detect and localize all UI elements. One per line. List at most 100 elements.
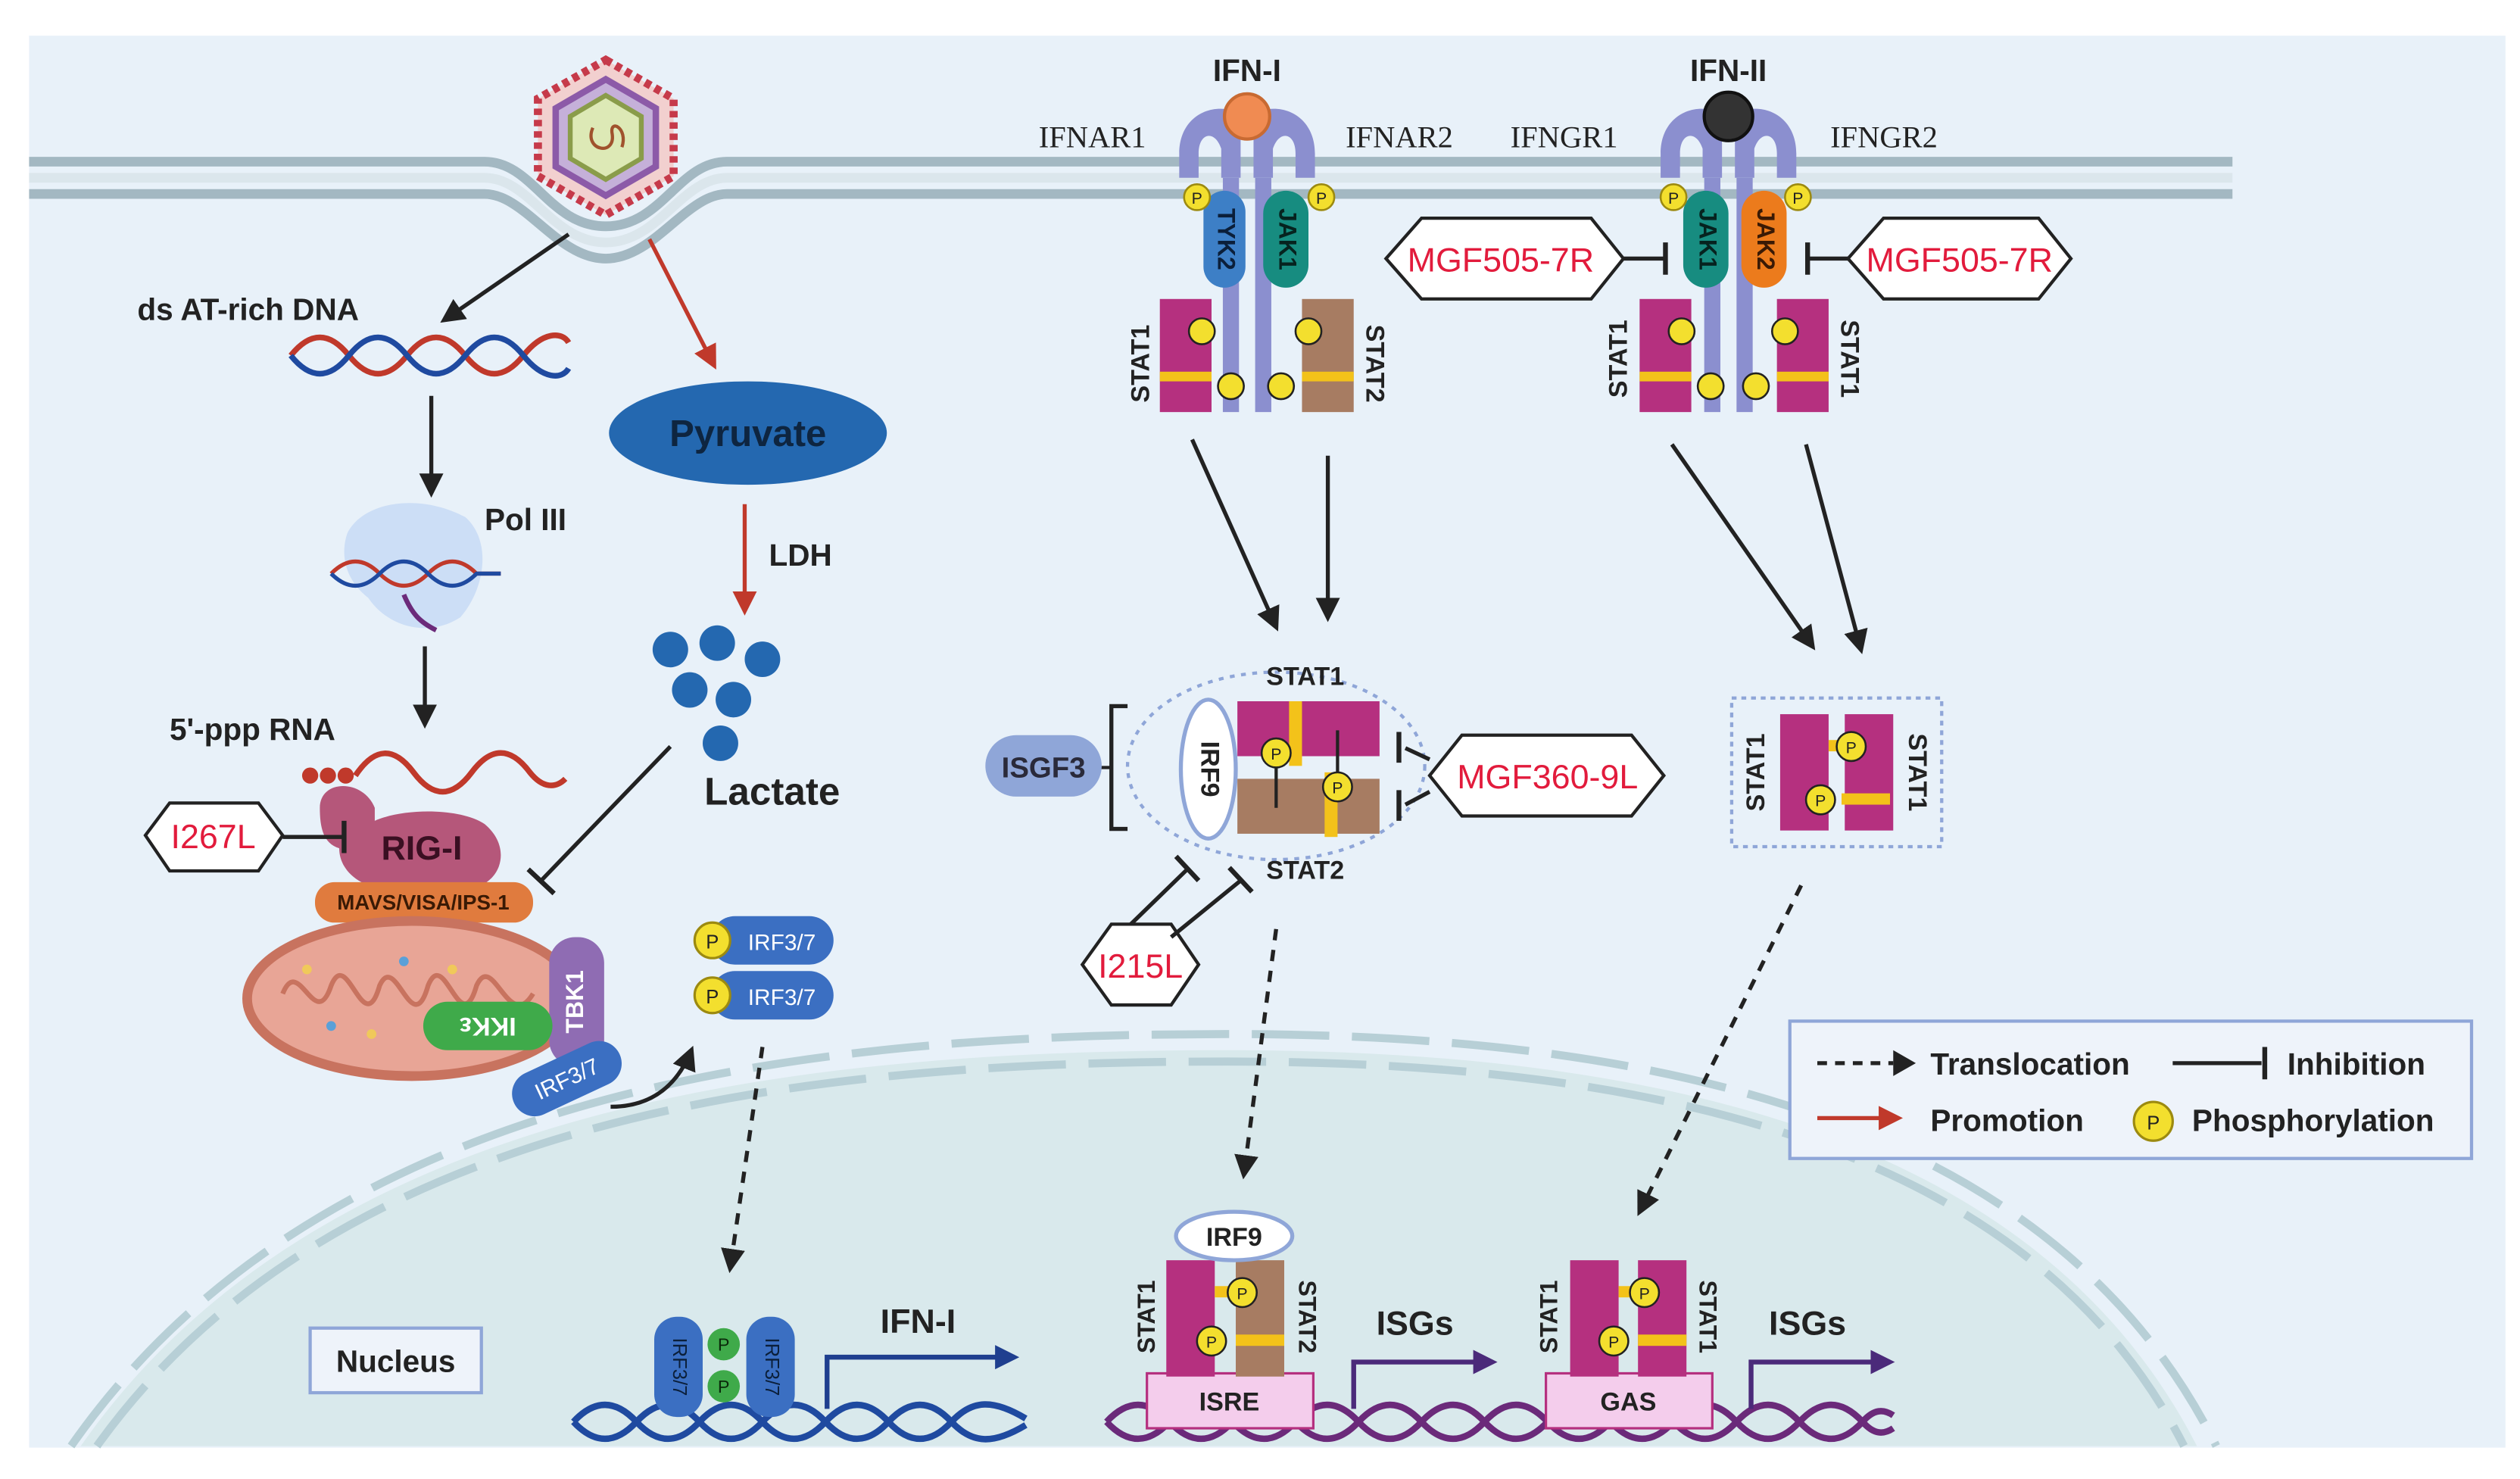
svg-text:P: P: [1237, 1284, 1247, 1303]
ppp-rna-icon: [301, 750, 568, 794]
gas-label: GAS: [1600, 1388, 1656, 1417]
stat1-gas-left-label: STAT1: [1535, 1281, 1562, 1354]
svg-text:P: P: [706, 931, 719, 953]
stat1-stat2-receptor-dimer: STAT1 STAT2: [1126, 298, 1389, 413]
svg-text:P: P: [718, 1377, 730, 1396]
stat1-isgf3-label: STAT1: [1266, 663, 1344, 691]
phosphorylation-icon: [693, 976, 731, 1015]
ifngr2-label: IFNGR2: [1830, 120, 1938, 154]
irf37-nuclear-left-label: IRF3/7: [669, 1338, 690, 1396]
phosphorylation-icon: [1770, 317, 1799, 345]
phosphorylation-icon: [2132, 1100, 2174, 1142]
pol3-label: Pol III: [485, 502, 566, 537]
irf9-isre-label: IRF9: [1206, 1223, 1262, 1252]
plasma-membrane: [29, 157, 2233, 264]
ppp-rna-label: 5'-ppp RNA: [170, 712, 335, 747]
tyk2-kinase: TYK2: [1203, 190, 1246, 288]
jak1-ifngr-label: JAK1: [1694, 208, 1721, 270]
stat1-gas-right-label: STAT1: [1694, 1281, 1721, 1354]
svg-text:P: P: [1608, 1333, 1619, 1351]
stat1-right-to-gaf-arrow: [1804, 444, 1868, 654]
svg-text:P: P: [1332, 779, 1343, 797]
i267l-inhibitor: I267L: [143, 801, 347, 873]
stat2-isgf3-label: STAT2: [1266, 857, 1344, 885]
phosphorylation-icon: [1294, 317, 1323, 345]
ds-dna-label: ds AT-rich DNA: [137, 292, 359, 327]
phosphorylation-icon: [1667, 317, 1696, 345]
phosphorylation-icon: [1784, 183, 1812, 211]
rig-i-label: RIG-I: [381, 829, 462, 867]
mgf360-9l-inhibitor: MGF360-9L: [1396, 732, 1667, 821]
inhibition-icon: [1174, 854, 1201, 882]
gaf-translocation-arrow: [1637, 885, 1804, 1216]
phosphorylation-icon: [1696, 372, 1725, 401]
irf37-nuclear-right-label: IRF3/7: [761, 1338, 782, 1396]
isre-label: ISRE: [1199, 1388, 1260, 1417]
ifn2-label: IFN-II: [1690, 53, 1767, 88]
ifn1-transcription-arrow: [825, 1345, 1020, 1409]
phosphorylation-icon: [1227, 1277, 1258, 1309]
phosphorylation-icon: [1307, 183, 1336, 211]
jak1-label: JAK1: [1274, 208, 1302, 270]
isre-promoter: ISRE P P IRF9 STAT1 STAT2: [1133, 1209, 1321, 1430]
stat1-to-isgf3-arrow: [1190, 438, 1280, 632]
svg-text:P: P: [1792, 189, 1803, 207]
stat1-right-receptor-label: STAT1: [1835, 320, 1864, 398]
legend: Translocation Inhibition Promotion P Pho…: [1788, 1019, 2474, 1160]
phosphorylation-icon: [1196, 1325, 1227, 1357]
i215l-label: I215L: [1098, 947, 1183, 985]
irf37-dimer-top-label: IRF3/7: [748, 931, 816, 956]
inhibition-icon: [526, 867, 556, 896]
ifn1-gene-label: IFN-I: [881, 1303, 956, 1340]
legend-phosphorylation: Phosphorylation: [2192, 1103, 2434, 1137]
tyk2-label: TYK2: [1213, 208, 1240, 270]
tbk1-protein: TBK1: [549, 937, 604, 1067]
isgf3-complex: IRF9 P P STAT1 STAT2: [1125, 663, 1427, 885]
svg-text:P: P: [1271, 745, 1281, 763]
pol-iii-icon: [329, 503, 501, 632]
ifn1-label: IFN-I: [1213, 53, 1281, 88]
gaf-complex: P P STAT1 STAT1: [1729, 696, 1944, 849]
svg-text:P: P: [1206, 1333, 1217, 1351]
isgs-isre-label: ISGs: [1377, 1304, 1454, 1342]
nuclear-dna-ifn: [571, 1401, 1028, 1443]
svg-text:P: P: [1639, 1284, 1650, 1303]
isgs-isre-transcription-arrow: [1351, 1350, 1498, 1409]
phosphorylation-icon: [1183, 183, 1212, 211]
mgf360-9l-label: MGF360-9L: [1457, 758, 1638, 796]
ikke-label: IKKε: [460, 1012, 516, 1041]
stat2-receptor-label: STAT2: [1360, 325, 1389, 403]
irf9-isgf3-label: IRF9: [1196, 741, 1224, 797]
i215l-inhibitor: I215L: [1080, 854, 1254, 1007]
irf37-nuclear-dimer: P P IRF3/7 IRF3/7: [654, 1316, 795, 1418]
receptor-phospho-sites: P P: [1183, 183, 1336, 211]
isgf3-bracket: ISGF3: [985, 704, 1128, 832]
nucleus-label-box: Nucleus: [308, 1326, 483, 1395]
lactate-label: Lactate: [704, 770, 840, 813]
isgf3-label: ISGF3: [1002, 751, 1086, 784]
ifngr-phospho-sites: P P: [1659, 183, 1812, 211]
phosphorylation-icon: [1267, 372, 1296, 401]
mgf505-7r-left-inhibitor: MGF505-7R: [1383, 217, 1668, 301]
phosphorylation-icon: [1598, 1325, 1630, 1357]
gas-promoter: GAS P P STAT1 STAT1: [1535, 1260, 1721, 1430]
stat1-left-to-gaf-arrow: [1670, 443, 1816, 651]
lactate-inhibition: [526, 744, 672, 896]
irf-translocation-arrow: [721, 1047, 765, 1274]
nucleus-label: Nucleus: [336, 1343, 456, 1378]
legend-promotion: Promotion: [1930, 1103, 2084, 1137]
phosphorylation-icon: [1260, 737, 1292, 769]
svg-text:P: P: [1846, 738, 1857, 757]
svg-text:P: P: [718, 1335, 730, 1355]
jak2-kinase: JAK2: [1741, 190, 1787, 288]
pyruvate-metabolite: Pyruvate: [609, 381, 887, 485]
phosphorylation-icon: [1835, 731, 1867, 763]
svg-text:P: P: [706, 987, 719, 1008]
phosphorylation-icon: [1187, 317, 1216, 345]
virus-to-pyruvate-arrow: [647, 238, 716, 370]
stat1-left-receptor-label: STAT1: [1605, 320, 1633, 398]
svg-text:P: P: [1192, 189, 1202, 207]
ifngr1-label: IFNGR1: [1511, 120, 1618, 154]
phosphorylation-icon: [693, 921, 731, 959]
